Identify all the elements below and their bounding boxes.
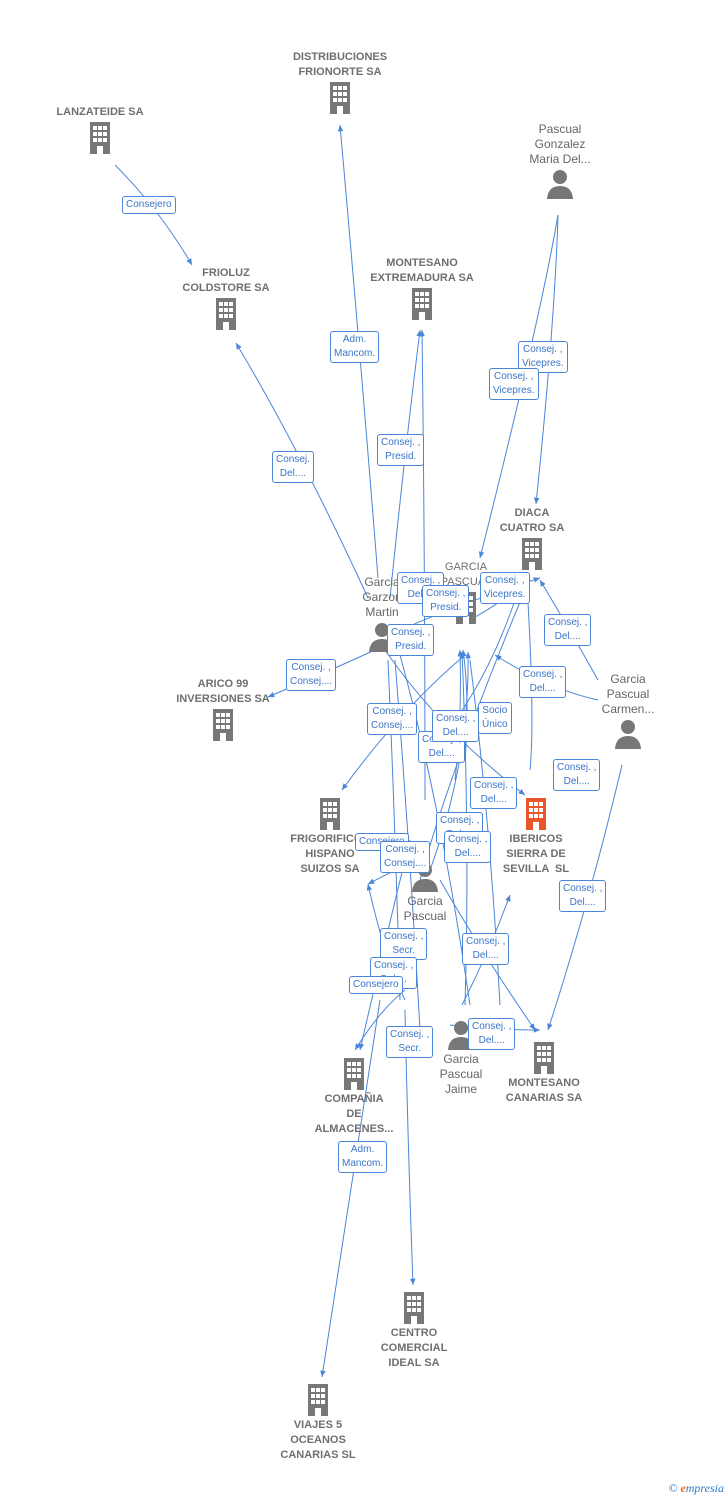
node-label: DIACA CUATRO SA [499,507,565,534]
edge-label[interactable]: Consej. , Del.... [544,614,592,646]
edge [320,999,381,1378]
edge [533,214,559,505]
edge-label[interactable]: Consej. , Consej.... [367,703,418,735]
edge-label[interactable]: Consej. , Consej.... [380,841,431,873]
brand-e: e [680,1481,686,1495]
empresia-logo: © empresia [668,1481,724,1496]
node-label: FRIOLUZ COLDSTORE SA [182,267,270,294]
node-label: DISTRIBUCIONES FRIONORTE SA [292,51,388,78]
node-garcia-pascual-carmen[interactable]: Garcia Pascual Carmen... [588,672,668,751]
building-icon [213,709,233,741]
node-label: MONTESANO CANARIAS SA [505,1077,583,1104]
edge-label[interactable]: Consej. , Del.... [470,777,518,809]
node-frigorificos[interactable]: FRIGORIFICOS HISPANO SUIZOS SA [270,796,390,877]
copyright-symbol: © [668,1481,678,1495]
edge-label[interactable]: Consej. , Secr. [386,1026,434,1058]
building-icon [308,1384,328,1416]
edge-label[interactable]: Socio Único [478,702,512,734]
edge-label[interactable]: Consej. , Presid. [387,624,435,656]
edge-label[interactable]: Consej. , Del.... [519,666,567,698]
node-centro[interactable]: CENTRO COMERCIAL IDEAL SA [364,1290,464,1371]
edge-label[interactable]: Consejero [122,196,176,214]
edge-label[interactable]: Consej. , Del.... [468,1018,516,1050]
edge-label[interactable]: Adm. Mancom. [338,1141,388,1173]
edge-label[interactable]: Consej. Del.... [272,451,314,483]
edge-label[interactable]: Consej. , Consej.... [286,659,337,691]
node-label: Garcia Pascual [403,894,447,923]
building-icon [412,288,432,320]
edge-label[interactable]: Consej. , Vicepres. [518,341,568,373]
node-ibericos[interactable]: IBERICOS SIERRA DE SEVILLA SL [486,796,586,877]
node-arico[interactable]: ARICO 99 INVERSIONES SA [158,677,288,743]
building-icon-focus [526,798,546,830]
node-label: Pascual Gonzalez Maria Del... [529,122,591,166]
node-label: MONTESANO EXTREMADURA SA [370,257,474,284]
building-icon [404,1292,424,1324]
building-icon [320,798,340,830]
node-label: Garcia Garzon Martin [362,575,402,619]
edge [419,329,426,801]
node-label: LANZATEIDE SA [56,106,144,118]
node-frioluz[interactable]: FRIOLUZ COLDSTORE SA [166,266,286,332]
node-label: ARICO 99 INVERSIONES SA [176,678,270,705]
node-montesano-canarias[interactable]: MONTESANO CANARIAS SA [494,1040,594,1106]
edge-label[interactable]: Consej. , Secr. [380,928,428,960]
brand-text: mpresia [685,1481,724,1495]
edge [114,164,193,266]
building-icon [534,1042,554,1074]
node-label: CENTRO COMERCIAL IDEAL SA [380,1327,448,1369]
building-icon [344,1058,364,1090]
edge-label[interactable]: Consej. , Presid. [377,434,425,466]
person-icon [547,170,573,199]
node-label: Garcia Pascual Jaime [439,1052,483,1096]
node-label: FRIGORIFICOS HISPANO SUIZOS SA [290,833,370,875]
node-distribuciones[interactable]: DISTRIBUCIONES FRIONORTE SA [270,50,410,116]
edge-label[interactable]: Consej. , Vicepres. [480,572,530,604]
node-label: IBERICOS SIERRA DE SEVILLA SL [502,833,570,875]
node-pascual-gonzalez[interactable]: Pascual Gonzalez Maria Del... [510,122,610,201]
node-label: Garcia Pascual Carmen... [601,672,655,716]
edge-label[interactable]: Consej. , Del.... [462,933,510,965]
edge-label[interactable]: Consej. , Del.... [559,880,607,912]
node-diaca[interactable]: DIACA CUATRO SA [482,506,582,572]
node-viajes[interactable]: VIAJES 5 OCEANOS CANARIAS SL [268,1382,368,1463]
person-icon [615,720,641,749]
node-label: COMPAÑIA DE ALMACENES... [314,1093,394,1135]
building-icon [216,298,236,330]
edge-label[interactable]: Consej. , Vicepres. [489,368,539,400]
edge-label[interactable]: Consejero [349,976,403,994]
edge-label[interactable]: Consej. , Del.... [432,710,480,742]
edge [524,584,533,771]
edge-label[interactable]: Consej. , Del.... [444,831,492,863]
edge-label[interactable]: Consej. , Del.... [553,759,601,791]
node-lanzateide[interactable]: LANZATEIDE SA [40,105,160,156]
node-label: VIAJES 5 OCEANOS CANARIAS SL [280,1419,356,1461]
building-icon [330,82,350,114]
building-icon [90,122,110,154]
person-icon [448,1021,474,1050]
edge-label[interactable]: Adm. Mancom. [330,331,380,363]
node-compania[interactable]: COMPAÑIA DE ALMACENES... [304,1056,404,1137]
edge-label[interactable]: Consej. , Presid. [422,585,470,617]
node-garcia-pascual-jaime[interactable]: Garcia Pascual Jaime [426,1018,496,1097]
building-icon [522,538,542,570]
node-montesano-extremadura[interactable]: MONTESANO EXTREMADURA SA [352,256,492,322]
